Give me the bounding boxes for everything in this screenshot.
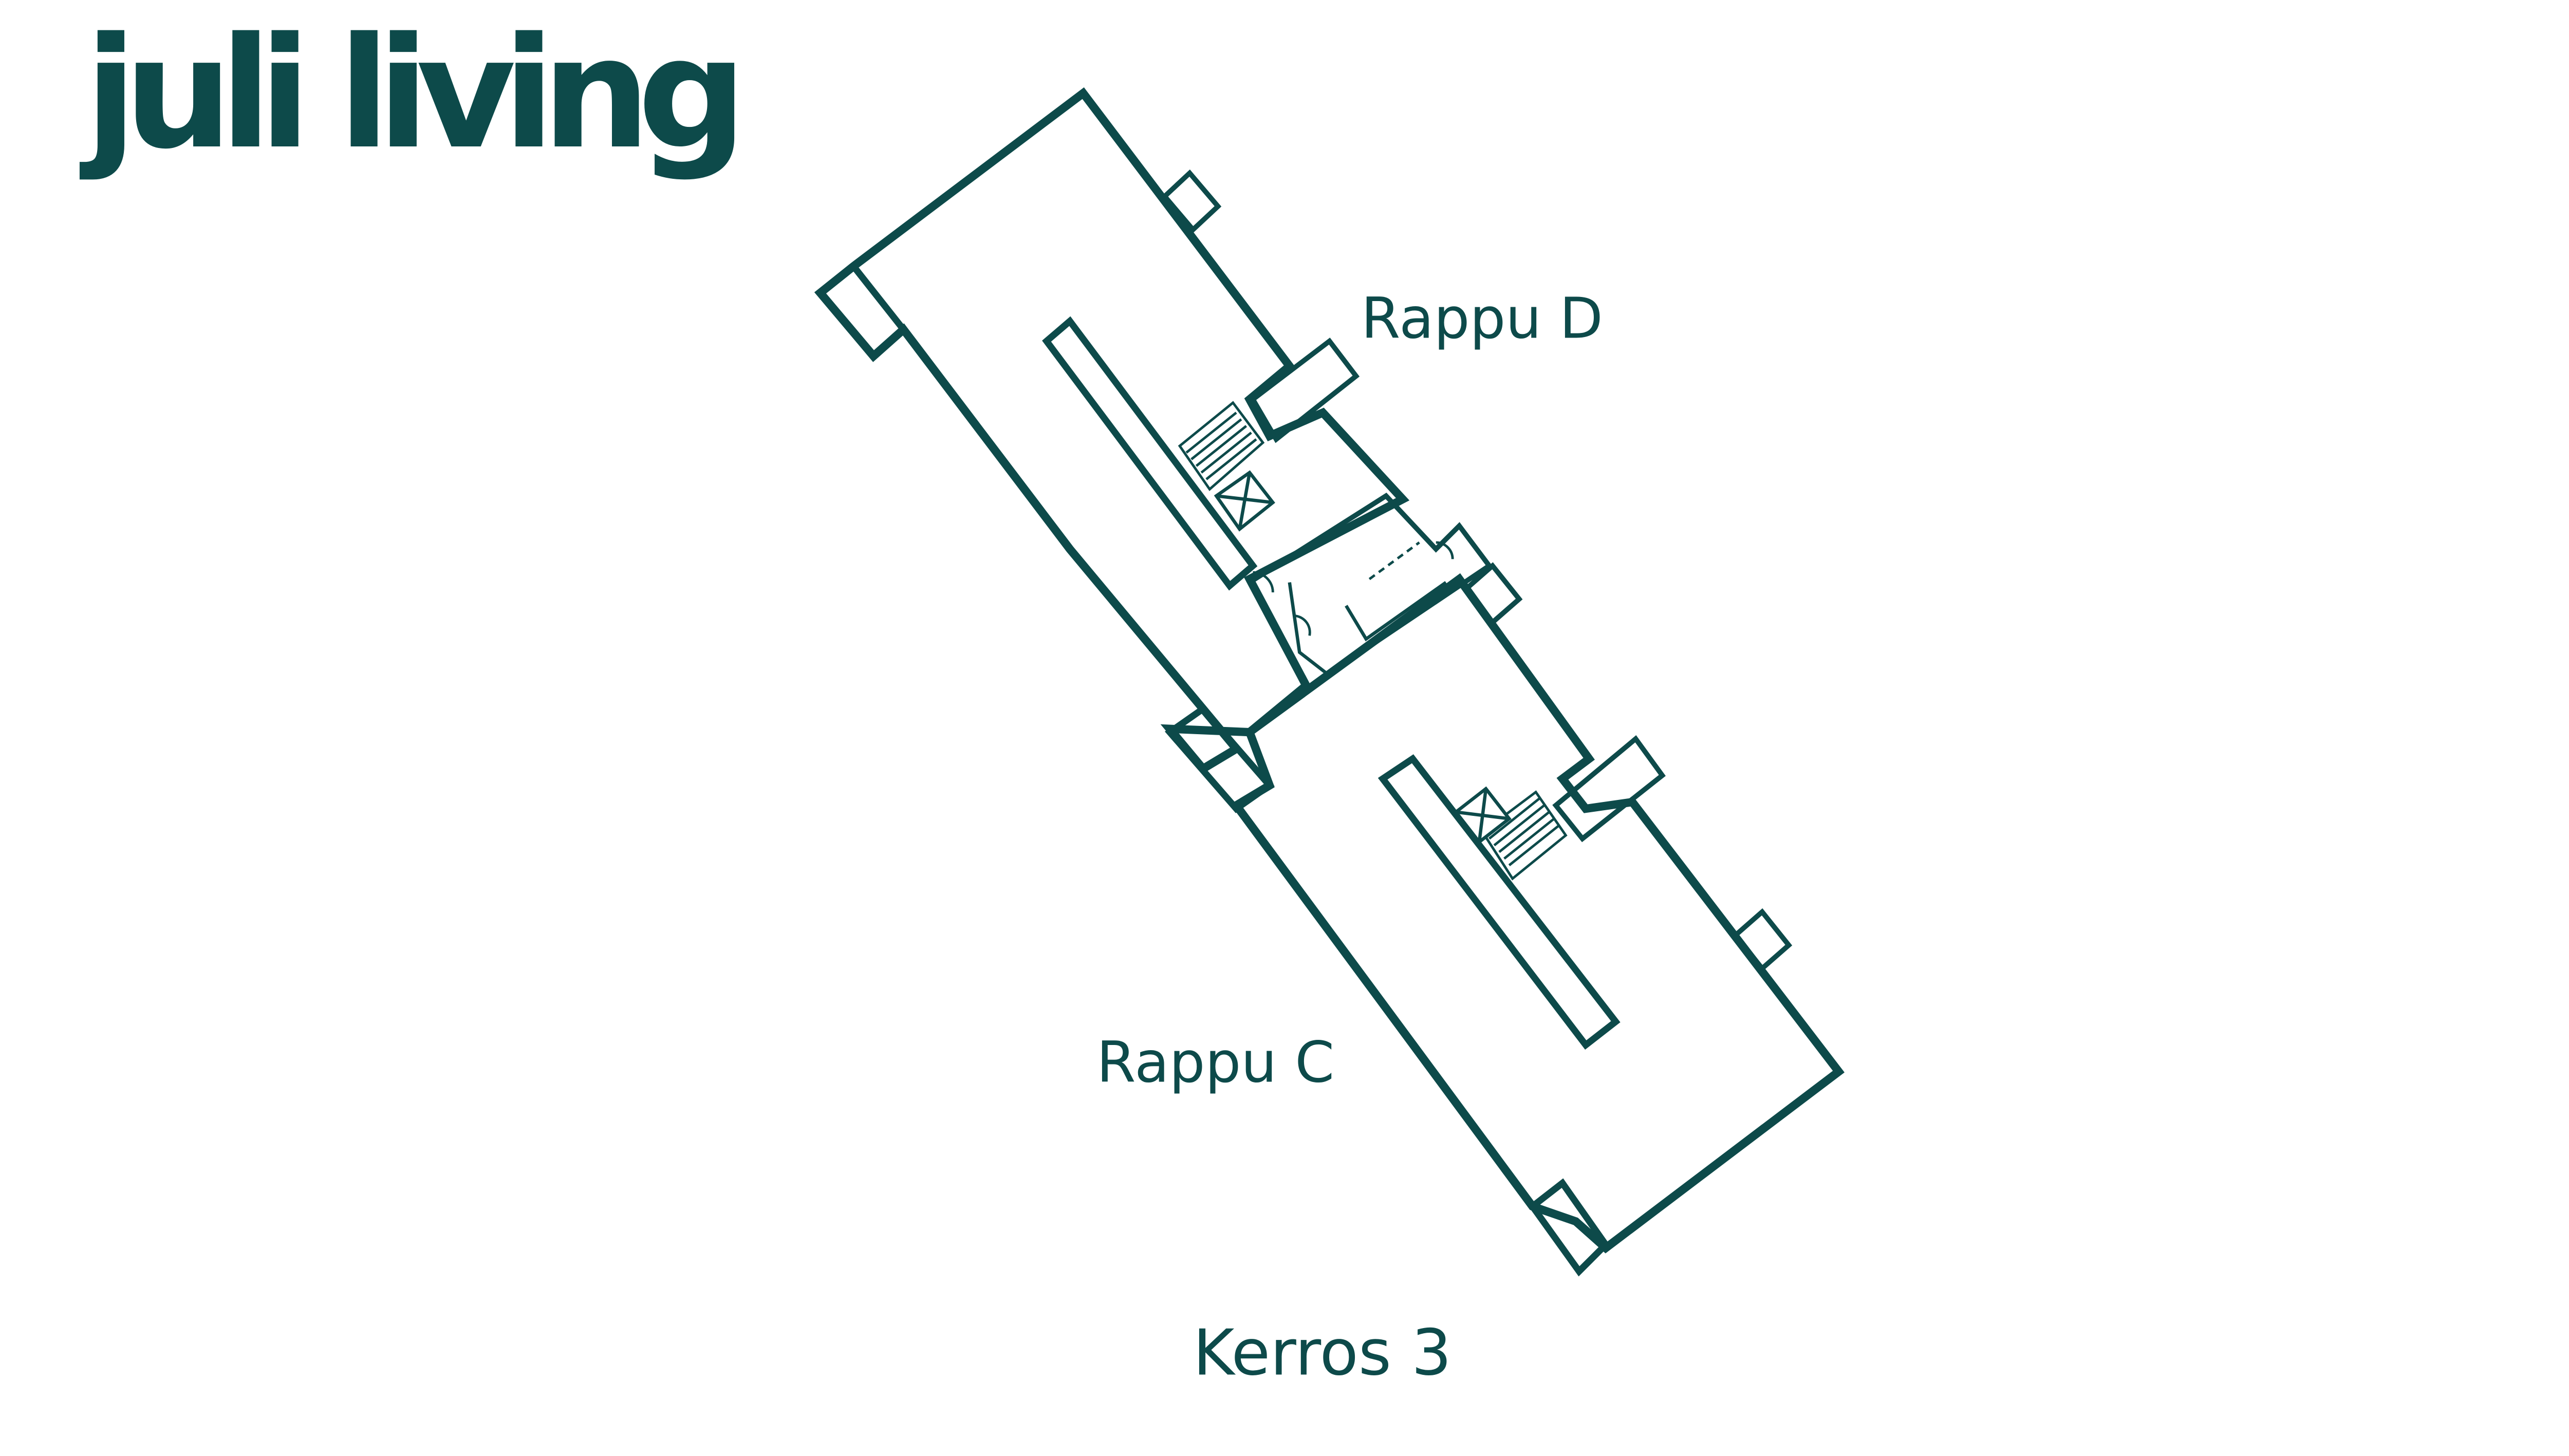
stairs-icon <box>1481 790 1568 881</box>
elevator-icon <box>1214 470 1275 532</box>
wing-c-corner-notch <box>1528 1178 1610 1277</box>
wing-c-light-well <box>1377 754 1621 1050</box>
wing-d-balcony-west <box>1462 562 1523 626</box>
wing-c-outline <box>1230 573 1845 1254</box>
wing-rappu-d <box>814 87 1410 774</box>
highlighted-apartment[interactable] <box>1246 492 1493 693</box>
door-swing-icon <box>1253 571 1274 593</box>
wing-c-balcony-stair <box>1552 735 1666 843</box>
apartment-inner-wall <box>1288 582 1331 677</box>
door-swing-icon <box>1293 614 1311 636</box>
wing-c-side-notch <box>1164 704 1275 813</box>
elevator-icon <box>1454 786 1512 845</box>
label-rappu-d: Rappu D <box>1361 285 1603 351</box>
floor-label: Kerros 3 <box>1193 1316 1451 1390</box>
label-rappu-c: Rappu C <box>1096 1029 1334 1095</box>
wing-d-corner-notch <box>815 262 908 361</box>
apartment-inner-wall <box>1368 541 1420 581</box>
door-swing-icon <box>1436 541 1454 559</box>
stairs-icon <box>1178 401 1265 491</box>
wing-rappu-c <box>1164 562 1845 1277</box>
wing-d-light-well <box>1042 316 1258 591</box>
highlighted-apartment-area[interactable] <box>1246 492 1493 693</box>
wing-d-balcony-east <box>1161 169 1222 233</box>
brand-logo: juli living <box>78 5 736 183</box>
wing-c-balcony-west <box>1732 908 1793 973</box>
apartment-inner-wall <box>1345 581 1447 642</box>
wing-d-balcony-stair <box>1250 338 1360 443</box>
